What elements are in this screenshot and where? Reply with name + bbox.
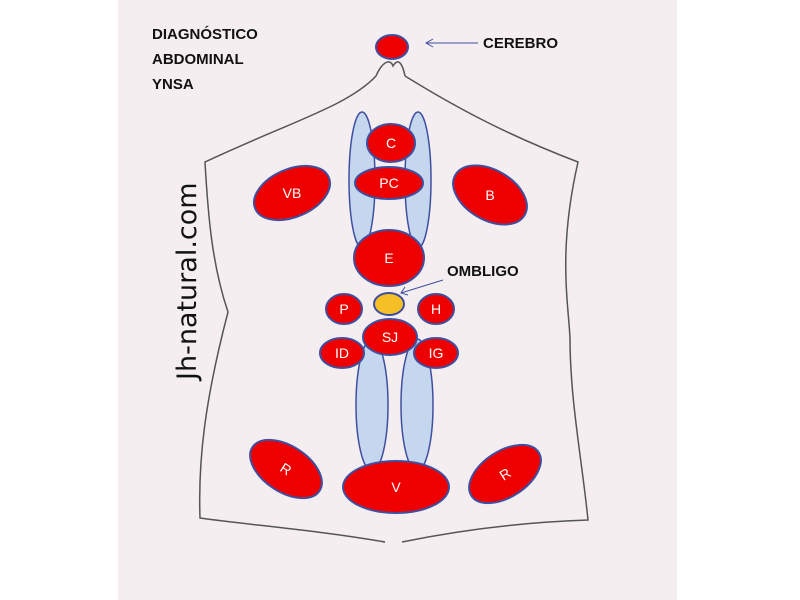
zone-ig: IG <box>413 337 459 369</box>
zone-v: V <box>342 460 450 514</box>
svg-text:E: E <box>384 250 393 266</box>
cerebro-label: CEREBRO <box>483 35 558 52</box>
title-line-2: ABDOMINAL <box>152 51 244 68</box>
ombligo-marker <box>373 292 405 316</box>
zone-r-right: R <box>468 443 542 505</box>
ombligo-arrow <box>400 279 444 296</box>
torso-outline <box>198 75 589 543</box>
title-line-3: YNSA <box>152 76 194 93</box>
zone-sj: SJ <box>362 318 418 356</box>
website-label: Jh-natural.com <box>172 182 203 382</box>
zone-pc: PC <box>354 166 424 200</box>
svg-text:SJ: SJ <box>382 329 398 345</box>
svg-text:C: C <box>386 135 396 151</box>
zone-id: ID <box>319 337 365 369</box>
zone-r-left: R <box>249 438 323 500</box>
zone-vb: VB <box>253 164 331 222</box>
zone-h: H <box>417 293 455 325</box>
cerebro-zone <box>375 34 409 60</box>
svg-text:B: B <box>485 187 494 203</box>
zone-e: E <box>353 229 425 287</box>
svg-text:PC: PC <box>379 175 398 191</box>
zone-b: B <box>452 164 528 226</box>
svg-text:V: V <box>391 479 401 495</box>
cerebro-arrow <box>424 38 478 48</box>
svg-text:P: P <box>339 301 348 317</box>
svg-text:VB: VB <box>283 185 302 201</box>
ombligo-label: OMBLIGO <box>447 263 519 280</box>
zone-p: P <box>325 293 363 325</box>
svg-text:IG: IG <box>429 345 444 361</box>
svg-text:ID: ID <box>335 345 349 361</box>
title-line-1: DIAGNÓSTICO <box>152 25 258 43</box>
svg-text:H: H <box>431 301 441 317</box>
neck-notch <box>375 61 406 77</box>
zone-c: C <box>366 123 416 163</box>
